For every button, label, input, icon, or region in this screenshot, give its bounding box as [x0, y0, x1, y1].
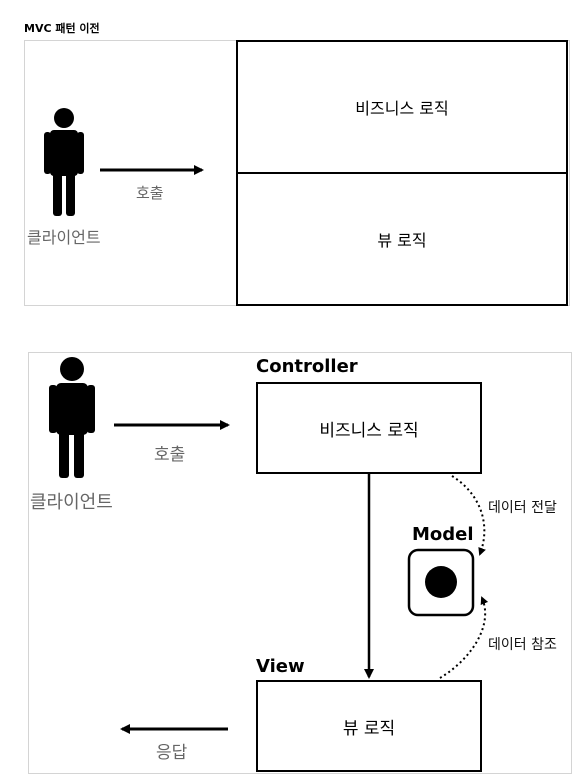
controller-title: Controller [256, 356, 358, 377]
page-title: MVC 패턴 이전 [24, 22, 100, 35]
client-person-icon-bottom [49, 357, 95, 478]
view-box-label: 뷰 로직 [342, 718, 396, 739]
client-person-icon [44, 108, 84, 216]
data-pass-label: 데이터 전달 [488, 500, 557, 516]
controller-box-label: 비즈니스 로직 [319, 420, 419, 441]
client-label: 클라이언트 [27, 228, 101, 247]
view-box: 뷰 로직 [256, 680, 482, 772]
data-pass-arrow [451, 475, 486, 556]
view-logic-label: 뷰 로직 [377, 231, 427, 250]
client-label-bottom: 클라이언트 [30, 492, 113, 513]
controller-box: 비즈니스 로직 [256, 382, 482, 474]
view-title: View [256, 656, 305, 677]
data-ref-arrow [439, 596, 489, 679]
call-label: 호출 [136, 184, 164, 202]
view-logic-box: 뷰 로직 [236, 172, 568, 306]
data-ref-label: 데이터 참조 [488, 637, 557, 653]
model-title: Model [412, 524, 474, 545]
response-label: 응답 [156, 743, 188, 763]
model-icon [407, 548, 475, 617]
business-logic-label: 비즈니스 로직 [355, 99, 449, 118]
call-label-bottom: 호출 [154, 445, 186, 465]
